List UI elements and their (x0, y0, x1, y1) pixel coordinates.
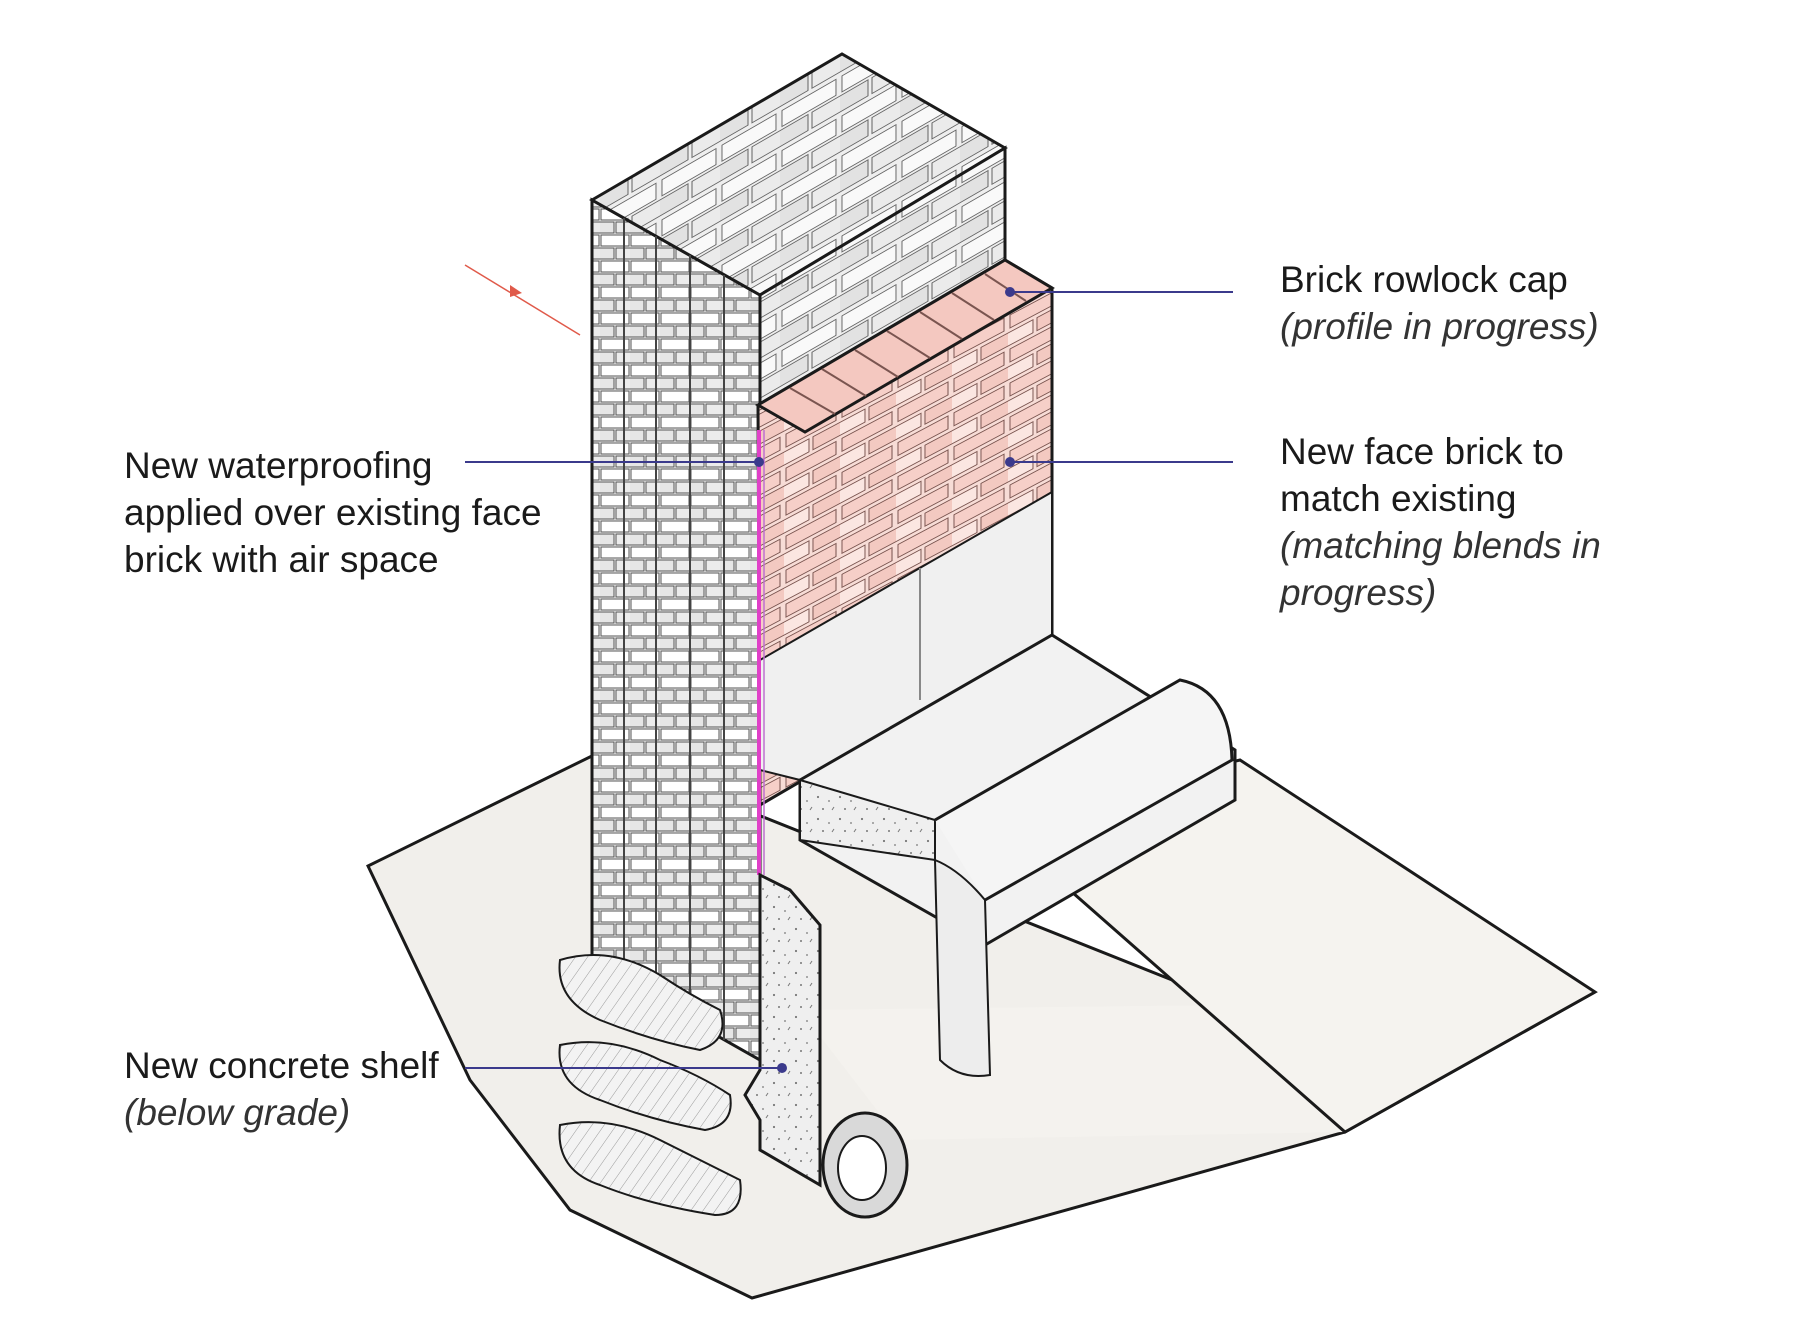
callout-cap-note: (profile in progress) (1280, 306, 1599, 347)
callout-waterproofing-title: New waterproofing applied over existing … (124, 445, 542, 580)
new-concrete-shelf (743, 872, 822, 1188)
leader-face-dot (1005, 457, 1015, 467)
leader-lines (465, 291, 1233, 1069)
callout-cap-title: Brick rowlock cap (1280, 259, 1568, 300)
drain-pipe-opening (837, 1135, 887, 1201)
callout-new-face-brick: New face brick to match existing (matchi… (1280, 428, 1601, 616)
callout-face-title: New face brick to match existing (1280, 431, 1564, 519)
leader-waterproofing-dot (754, 457, 764, 467)
existing-wall-front-face (590, 197, 762, 1063)
section-marker-line (464, 264, 581, 336)
leader-dots (754, 287, 1015, 1073)
slab-cut-edge (934, 678, 1234, 902)
foundation-stone-2 (558, 1041, 732, 1132)
callout-shelf-title: New concrete shelf (124, 1045, 439, 1086)
foundation-stone-3 (558, 1121, 742, 1217)
foundation-stone-1 (558, 954, 724, 1052)
callout-brick-rowlock-cap: Brick rowlock cap (profile in progress) (1280, 256, 1599, 350)
section-marker-arrow (510, 285, 522, 297)
leader-shelf-dot (777, 1063, 787, 1073)
callout-shelf-note: (below grade) (124, 1092, 351, 1133)
leader-cap-dot (1005, 287, 1015, 297)
callout-new-waterproofing: New waterproofing applied over existing … (124, 442, 542, 583)
callout-new-concrete-shelf: New concrete shelf (below grade) (124, 1042, 439, 1136)
gravel-pocket (933, 858, 992, 1077)
rowlock-cap-joints (789, 273, 1027, 415)
callout-face-note: (matching blends in progress) (1280, 525, 1601, 613)
brick-rowlock-cap (755, 258, 1055, 434)
